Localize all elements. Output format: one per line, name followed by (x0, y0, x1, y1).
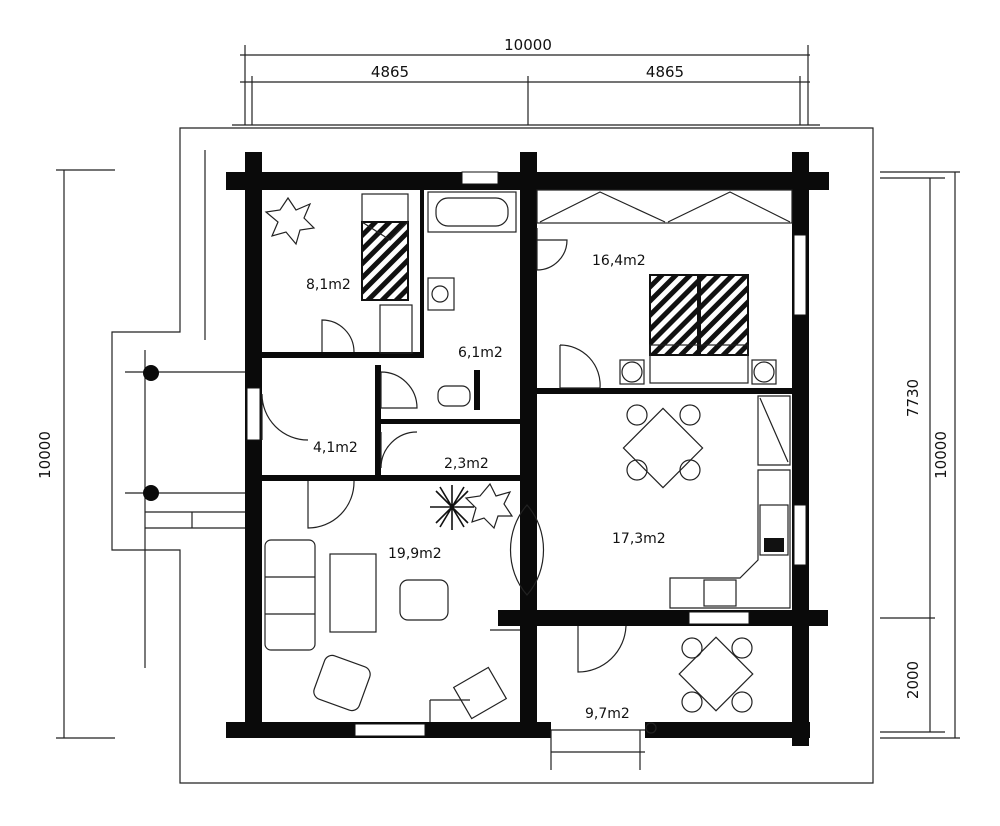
column-marker (143, 485, 159, 501)
armchair (313, 654, 371, 712)
top-dimensions (232, 45, 820, 126)
column-marker (143, 365, 159, 381)
room-area-kitchen: 17,3m2 (612, 531, 666, 547)
plant-icon (264, 196, 316, 246)
room-area-hall: 4,1m2 (313, 440, 358, 456)
wardrobes (536, 189, 793, 466)
dining-table (622, 404, 704, 489)
sofa (264, 539, 316, 651)
right-dimensions (880, 171, 960, 739)
terrace-rail (550, 722, 657, 770)
armchair (399, 579, 449, 621)
doors (261, 228, 627, 673)
single-bed (361, 193, 413, 354)
dim-top-total: 10000 (504, 36, 552, 54)
plant-icon (464, 482, 514, 530)
left-dimensions (56, 169, 245, 739)
dim-top-right: 4865 (646, 63, 684, 81)
interior-partitions (262, 190, 792, 481)
kitchen-counter (669, 469, 791, 609)
window-openings (246, 171, 807, 737)
plinth-outline (111, 127, 874, 784)
bathtub (427, 191, 517, 233)
room-area-bathroom: 6,1m2 (458, 345, 503, 361)
room-area-bedroom-small: 8,1m2 (306, 277, 351, 293)
dim-right-lower: 2000 (904, 661, 922, 699)
plant-icon (430, 485, 474, 530)
dim-left-total: 10000 (36, 431, 54, 479)
toilet (437, 385, 471, 407)
room-area-living: 19,9m2 (388, 546, 442, 562)
room-area-terrace: 9,7m2 (585, 706, 630, 722)
double-bed (619, 274, 777, 385)
dim-right-inner: 7730 (904, 379, 922, 417)
room-area-bedroom-master: 16,4m2 (592, 253, 646, 269)
dim-right-total: 10000 (932, 431, 950, 479)
dim-top-left: 4865 (371, 63, 409, 81)
kitchen-appliance (764, 538, 784, 552)
terrace-table (678, 636, 754, 713)
room-area-wc: 2,3m2 (444, 456, 489, 472)
stair-fragment (429, 629, 520, 722)
sink (427, 277, 455, 311)
fireplace (510, 504, 544, 596)
coffee-table (329, 553, 377, 633)
